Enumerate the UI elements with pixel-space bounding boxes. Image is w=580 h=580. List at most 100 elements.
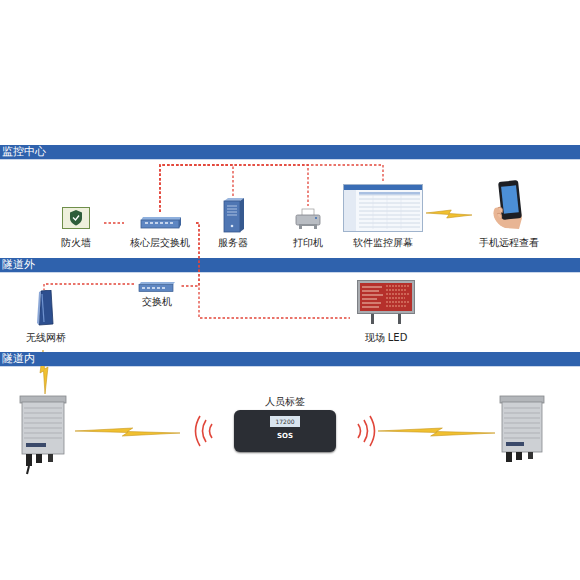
- device-icon: [489, 178, 529, 230]
- tag-device: 人员标签 17200SOS: [232, 396, 338, 456]
- reader-device: [26, 454, 32, 466]
- device-icon: [344, 190, 356, 231]
- device-icon: [179, 217, 181, 228]
- zone-band: 监控中心: [0, 145, 580, 159]
- node-label: 人员标签: [232, 396, 338, 408]
- reader-device: [36, 454, 42, 463]
- device-icon: [357, 280, 415, 324]
- reader-device: [506, 442, 524, 446]
- network-cable: [160, 165, 233, 212]
- device-icon: [62, 207, 90, 229]
- reader-device: [20, 396, 66, 474]
- device-icon: [240, 198, 244, 232]
- zone-band: 隧道内: [0, 352, 580, 366]
- reader-device: [24, 408, 62, 438]
- device-icon: [141, 217, 181, 220]
- device-icon: [296, 215, 320, 225]
- wireless-link: [426, 210, 472, 218]
- device-node: 软件监控屏幕: [340, 182, 426, 249]
- device-icon: [360, 283, 412, 311]
- device-icon: [295, 208, 321, 230]
- wireless-bolt: [378, 428, 495, 436]
- device-node: 防火墙: [48, 205, 104, 249]
- band-underline: [0, 159, 580, 367]
- device-icon: [231, 225, 234, 228]
- device-icon: [344, 185, 422, 190]
- device-node: 现场 LED: [350, 279, 422, 344]
- signal-waves: [210, 424, 213, 438]
- device-node: 无线网桥: [20, 290, 72, 344]
- device-icon: [70, 210, 82, 226]
- network-cable: [196, 223, 350, 318]
- device-icon: [501, 185, 519, 213]
- node-label: 服务器: [196, 237, 270, 249]
- device-icon: [142, 287, 165, 288]
- device-icon: [141, 220, 179, 228]
- device-icon: [489, 178, 529, 230]
- network-cable: [160, 165, 308, 212]
- band-underline: [0, 366, 580, 367]
- device-icon: [227, 206, 237, 215]
- device-node: 打印机: [288, 206, 328, 249]
- node-label: 监控中心: [2, 145, 46, 159]
- tag-text: SOS: [232, 432, 338, 441]
- device-node: 核心层交换机: [124, 212, 196, 249]
- device-icon: [42, 294, 44, 322]
- signal-waves: [196, 416, 201, 446]
- device-icon: [362, 287, 383, 307]
- device-icon: [36, 290, 54, 326]
- band-underline: [0, 159, 580, 160]
- node-label: 防火墙: [32, 237, 120, 249]
- device-icon: [145, 222, 173, 224]
- device-icon: [139, 285, 173, 292]
- network-cable: [180, 223, 199, 286]
- device-icon: [223, 198, 245, 233]
- device-icon: [36, 290, 54, 326]
- device-icon: [299, 224, 317, 229]
- reader-device: [516, 452, 522, 460]
- network-cable: [44, 284, 134, 290]
- device-icon: [138, 281, 176, 292]
- network-cable: [104, 222, 124, 223]
- node-label: 软件监控屏幕: [324, 237, 442, 249]
- device-icon: [223, 198, 245, 233]
- signal-waves: [364, 420, 368, 442]
- device-icon: [62, 207, 90, 229]
- device-icon: [358, 281, 415, 314]
- reader-device: [504, 408, 540, 438]
- device-node: 手机远程查看: [472, 176, 546, 249]
- signal-waves: [203, 420, 207, 442]
- node-label: 打印机: [272, 237, 344, 249]
- device-icon: [373, 193, 401, 229]
- device-icon: [343, 184, 423, 232]
- reader-device: [502, 402, 542, 452]
- tag-text: 17200: [270, 416, 300, 427]
- network-cable: [160, 165, 383, 212]
- device-icon: [140, 216, 182, 229]
- device-icon: [224, 201, 240, 232]
- device-icon: [37, 291, 41, 325]
- device-icon: [344, 185, 423, 232]
- reader-device: [26, 443, 46, 447]
- device-icon: [386, 286, 409, 306]
- device-icon: [295, 208, 321, 230]
- device-icon: [371, 314, 374, 324]
- reader-device: [528, 452, 533, 459]
- device-node: 交换机: [134, 278, 180, 308]
- device-icon: [139, 282, 175, 285]
- reader-device: [27, 466, 29, 474]
- device-icon: [73, 216, 79, 221]
- device-icon: [497, 207, 503, 219]
- signal-waves: [358, 424, 361, 438]
- device-icon: [498, 180, 522, 220]
- wireless-bolt: [75, 428, 180, 436]
- node-label: 手机远程查看: [456, 237, 562, 249]
- device-icon: [315, 217, 317, 219]
- node-label: 交换机: [118, 296, 196, 308]
- node-label: 隧道外: [2, 258, 35, 272]
- node-label: 无线网桥: [4, 332, 88, 344]
- device-icon: [343, 184, 423, 232]
